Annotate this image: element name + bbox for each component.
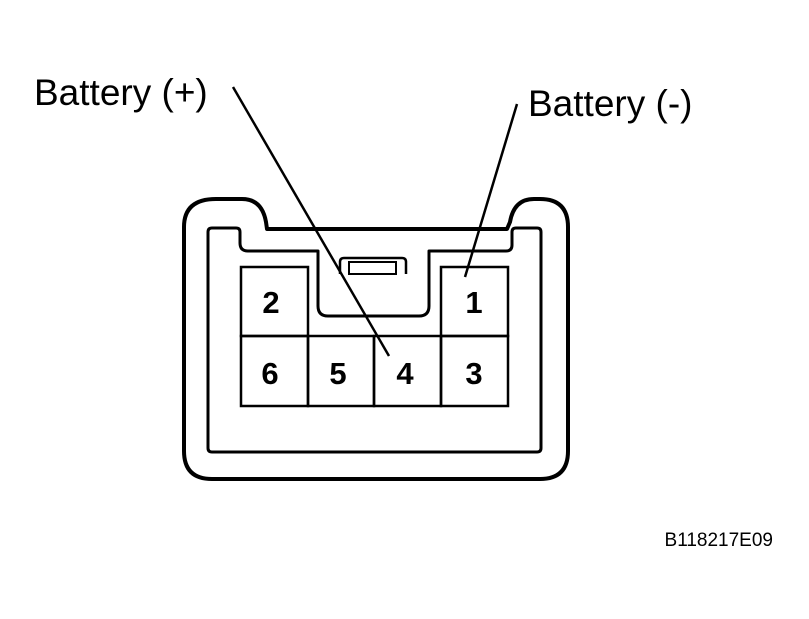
pin-label-3: 3 [465, 356, 482, 391]
pin-label-4: 4 [396, 356, 414, 391]
pin-label-5: 5 [329, 356, 346, 391]
battery-positive-label: Battery (+) [34, 72, 208, 113]
locking-tab-inner [348, 261, 397, 275]
battery-negative-label: Battery (-) [528, 83, 692, 124]
connector-housing-inner [206, 226, 543, 454]
pin-label-2: 2 [262, 285, 279, 320]
locking-tab [338, 256, 408, 274]
leader-line-battery-negative [463, 103, 519, 278]
leader-line-battery-positive [231, 86, 391, 357]
reference-code: B118217E09 [665, 530, 773, 551]
pin-label-6: 6 [261, 356, 278, 391]
connector-housing-outer [182, 197, 570, 481]
terminal-cavity-3 [439, 334, 510, 408]
pin-label-1: 1 [465, 285, 482, 320]
